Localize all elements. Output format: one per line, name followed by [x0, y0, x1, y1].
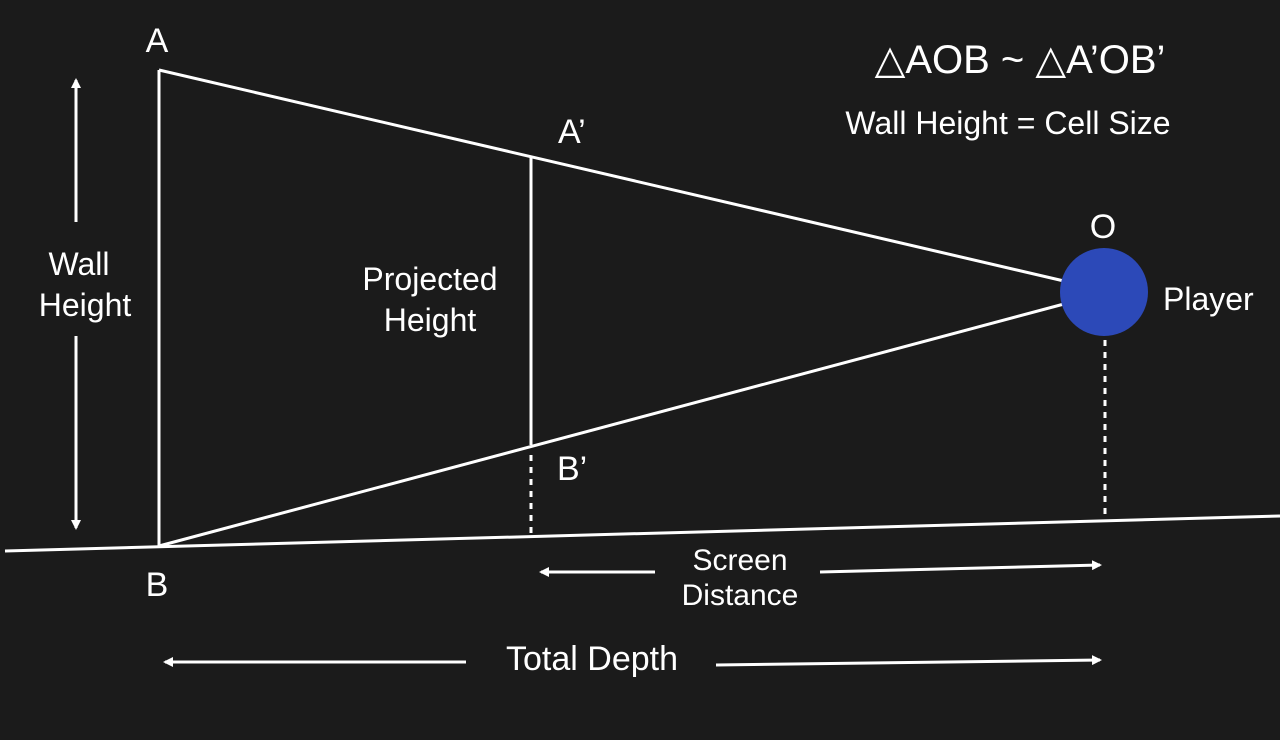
point-label-a-prime: A’: [558, 113, 586, 151]
player-label: Player: [1163, 281, 1254, 317]
ground-line: [4, 514, 1280, 553]
total-depth-label: Total Depth: [506, 640, 678, 678]
wall-height-label-line2: Height: [39, 287, 132, 323]
point-label-b: B: [146, 566, 169, 604]
screen-distance-label-line2: Distance: [682, 579, 799, 612]
point-label-a: A: [146, 22, 169, 60]
screen-distance-arrow-right: [819, 560, 1102, 574]
similar-triangles-title: △AOB ~ △A’OB’: [875, 38, 1166, 82]
screen-distance-label-line1: Screen: [692, 544, 787, 577]
wall-height-cell-size-note: Wall Height = Cell Size: [845, 105, 1170, 141]
point-label-o: O: [1090, 208, 1116, 246]
point-label-b-prime: B’: [557, 450, 587, 488]
player-circle: [1060, 248, 1148, 336]
wall-height-label-line1: Wall: [48, 246, 109, 282]
ray-b-to-o: [158, 302, 1065, 548]
total-depth-arrow-right: [715, 655, 1102, 667]
ray-a-to-o: [158, 68, 1065, 283]
projected-height-label-line1: Projected: [362, 261, 497, 297]
projected-height-label-line2: Height: [384, 302, 477, 338]
